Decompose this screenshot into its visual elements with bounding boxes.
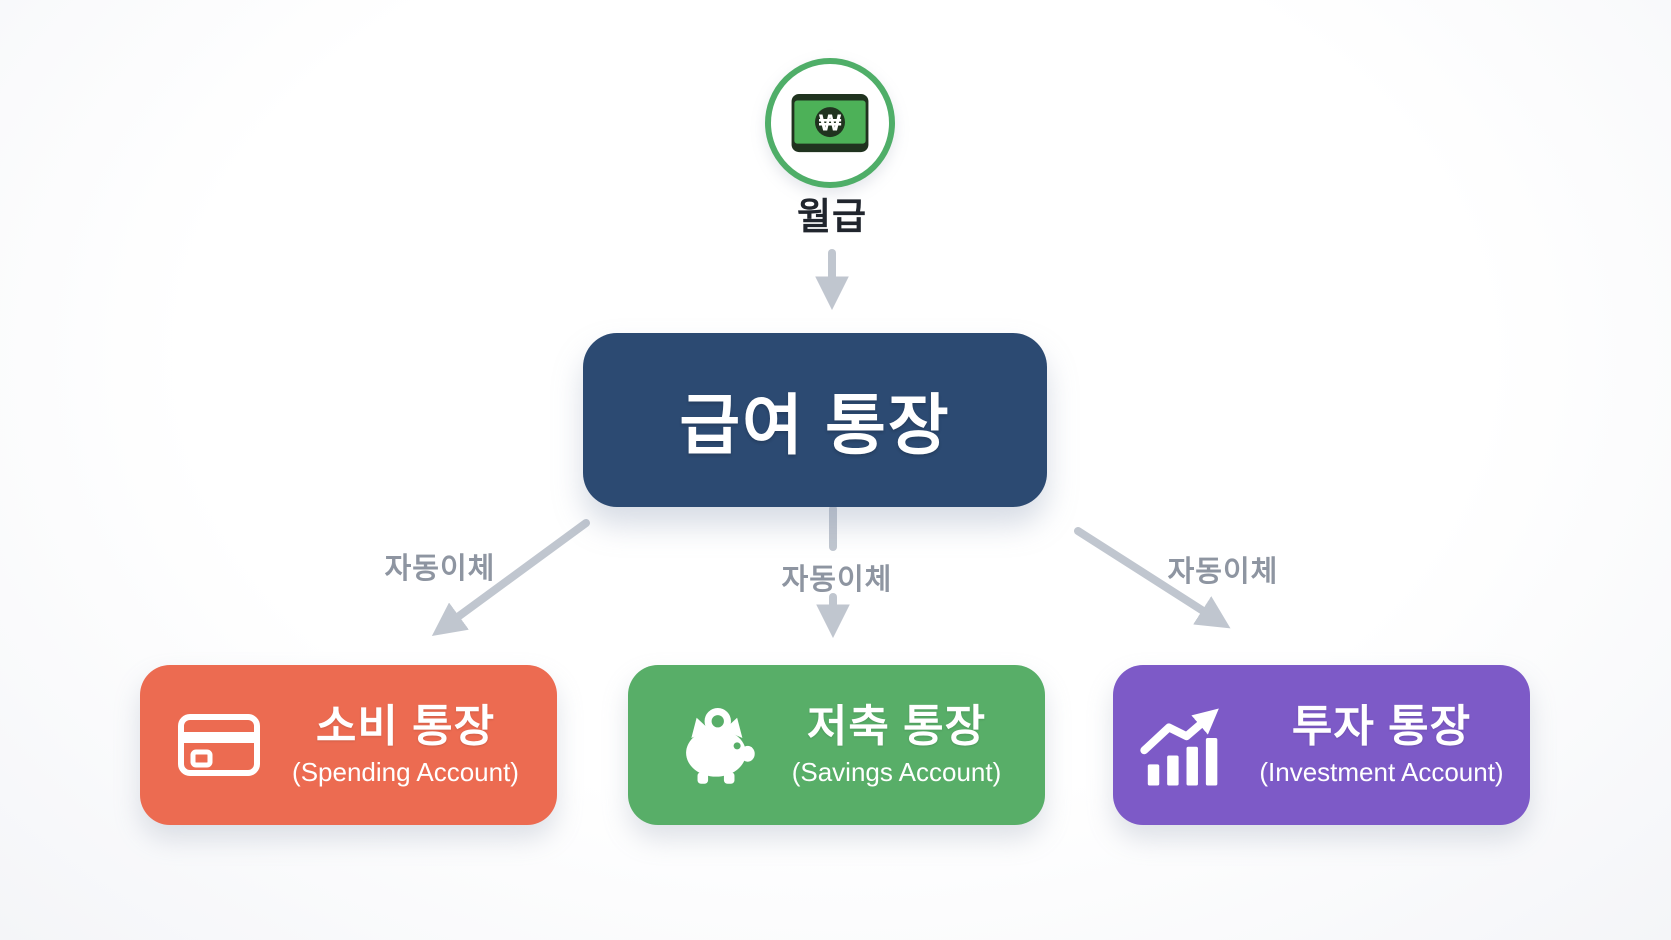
piggy-bank-icon <box>672 704 760 786</box>
spending-account-title: 소비 통장 <box>315 702 496 751</box>
salary-account-node: 급여 통장 <box>583 333 1047 507</box>
investment-account-text: 투자 통장 (Investment Account) <box>1259 702 1504 788</box>
spending-account-card: 소비 통장 (Spending Account) <box>140 665 557 825</box>
savings-account-title: 저축 통장 <box>806 702 987 751</box>
savings-account-card: 저축 통장 (Savings Account) <box>628 665 1045 825</box>
investment-account-subtitle: (Investment Account) <box>1259 757 1504 788</box>
salary-label: 월급 <box>796 196 868 237</box>
spending-account-subtitle: (Spending Account) <box>292 757 519 788</box>
savings-account-subtitle: (Savings Account) <box>791 757 1002 788</box>
won-symbol: ₩ <box>819 110 842 136</box>
won-banknote-icon: ₩ <box>765 58 895 188</box>
trending-bar-chart-icon <box>1139 704 1227 786</box>
spending-account-text: 소비 통장 (Spending Account) <box>292 702 519 788</box>
savings-account-text: 저축 통장 (Savings Account) <box>791 702 1002 788</box>
investment-account-title: 투자 통장 <box>1291 702 1472 751</box>
auto-transfer-label-left: 자동이체 <box>384 553 496 585</box>
investment-account-card: 투자 통장 (Investment Account) <box>1113 665 1530 825</box>
won-banknote-graphic: ₩ <box>791 93 869 153</box>
auto-transfer-label-middle: 자동이체 <box>781 564 893 596</box>
salary-account-label: 급여 통장 <box>679 388 951 462</box>
credit-card-icon <box>178 712 261 778</box>
auto-transfer-label-right: 자동이체 <box>1167 556 1279 588</box>
